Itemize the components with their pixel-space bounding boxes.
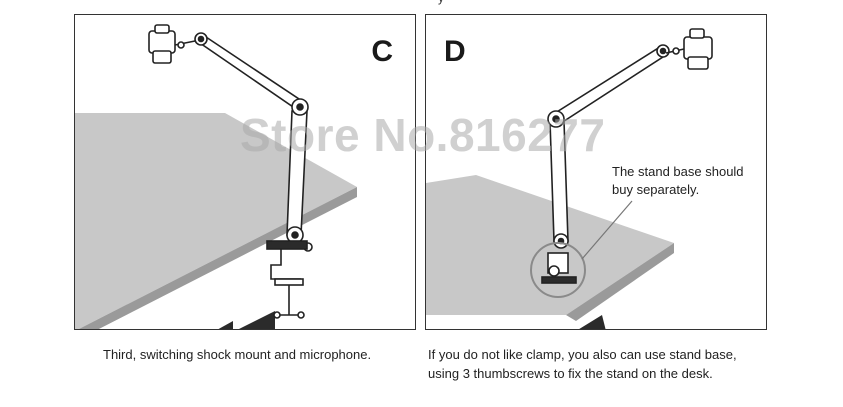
caption-c: Third, switching shock mount and microph… — [103, 347, 372, 362]
caption-d: If you do not like clamp, you also can u… — [428, 345, 828, 383]
desk-leg — [579, 315, 606, 329]
panel-letter-c: C — [371, 35, 393, 68]
top-text-fragment: y — [438, 0, 444, 5]
stand-base-note: The stand base should buy separately. — [612, 163, 762, 199]
caption-d-line-1: If you do not like clamp, you also can u… — [428, 347, 737, 362]
desk-surface — [75, 113, 357, 329]
store-watermark: Store No.816277 — [240, 109, 606, 161]
illustration-panel-d: D The stand base should buy separately. — [425, 14, 767, 330]
desk-edge — [566, 243, 674, 321]
illustration-panel-c: C — [74, 14, 416, 330]
note-line-1: The stand base should — [612, 164, 744, 179]
note-line-2: buy separately. — [612, 182, 700, 197]
desk-leg — [239, 311, 275, 329]
desk-clamp — [266, 240, 308, 319]
stand-base — [541, 252, 577, 284]
stand-base-illustration — [426, 28, 713, 329]
shock-mount — [148, 24, 196, 64]
note-pointer-line — [581, 200, 633, 260]
stand-base-highlight-circle — [530, 242, 586, 298]
clamp-mount-illustration — [75, 24, 357, 329]
panel-letter-d: D — [444, 35, 466, 68]
shock-mount — [665, 28, 713, 70]
caption-d-line-2: using 3 thumbscrews to fix the stand on … — [428, 366, 713, 381]
arm-upper-segment — [195, 33, 307, 113]
